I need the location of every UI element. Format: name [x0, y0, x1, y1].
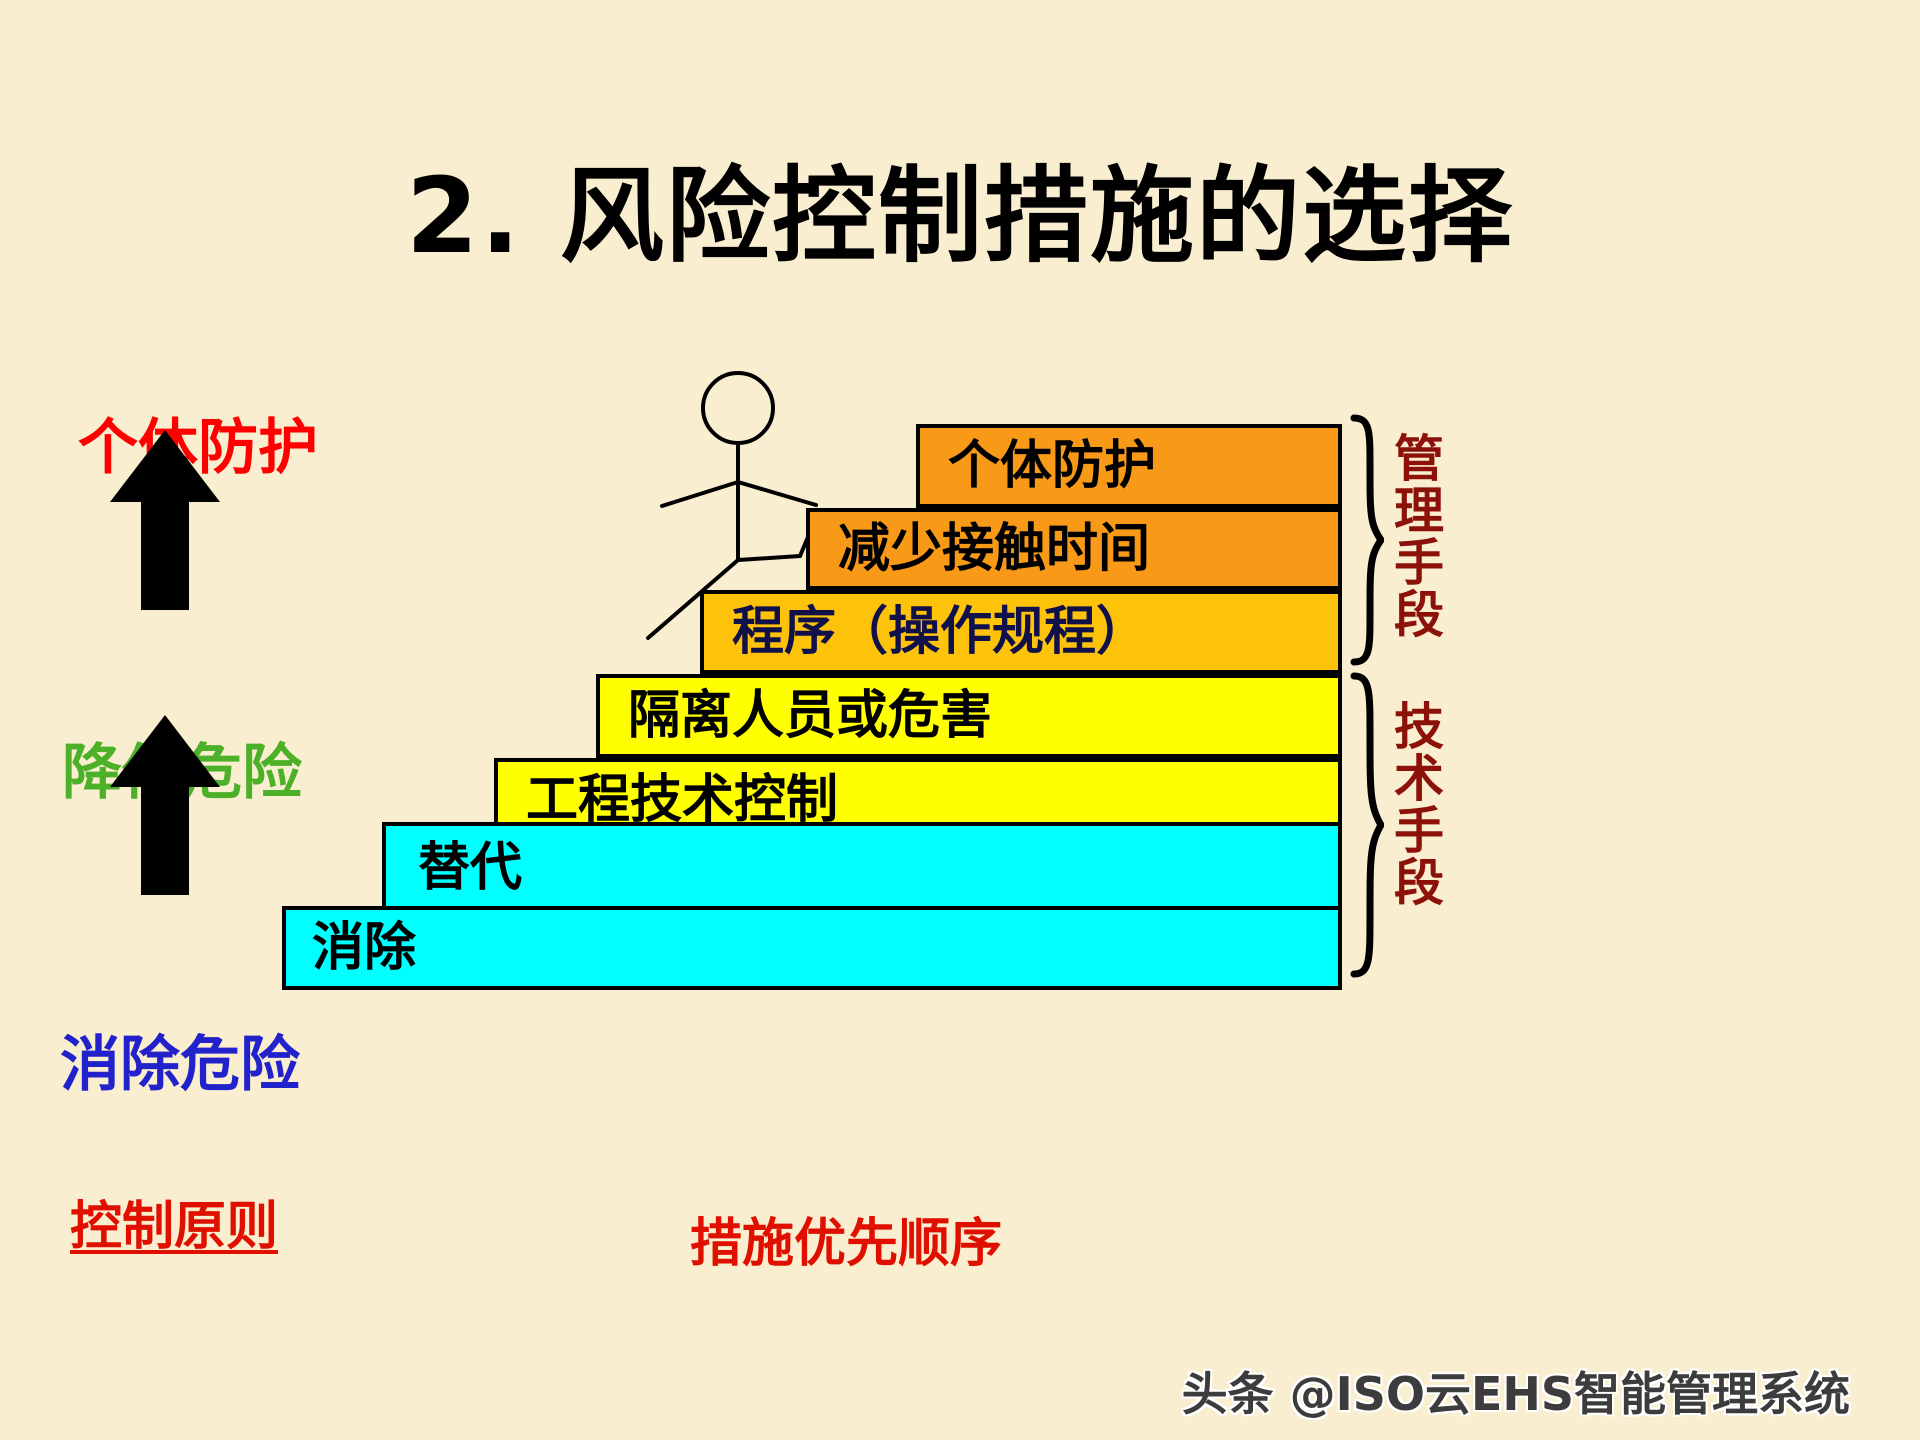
- step-isolate-people-or-hazard[interactable]: 隔离人员或危害: [596, 674, 1342, 758]
- watermark: 头条 @ISO云EHS智能管理系统: [1181, 1367, 1850, 1421]
- curly-brace-icon-tech: [1350, 672, 1386, 982]
- step-label: 程序（操作规程）: [732, 601, 1149, 662]
- step-label: 个体防护: [948, 435, 1157, 496]
- step-label: 隔离人员或危害: [628, 685, 993, 746]
- category-label-administrative: 管理手段: [1386, 432, 1445, 640]
- step-procedure[interactable]: 程序（操作规程）: [700, 590, 1342, 674]
- step-substitution[interactable]: 替代: [382, 822, 1342, 914]
- step-label: 减少接触时间: [838, 518, 1151, 579]
- step-elimination[interactable]: 消除: [282, 906, 1342, 990]
- bottom-caption: 措施优先顺序: [690, 1213, 1003, 1274]
- step-label: 消除: [312, 917, 417, 978]
- step-reduce-exposure-time[interactable]: 减少接触时间: [806, 508, 1342, 590]
- category-label-technical: 技术手段: [1386, 700, 1445, 908]
- principle-label-ppe: 个体防护: [78, 413, 318, 483]
- step-label: 替代: [418, 837, 523, 898]
- page-title: 2. 风险控制措施的选择: [405, 155, 1515, 277]
- step-personal-protection[interactable]: 个体防护: [916, 424, 1342, 508]
- principles-heading: 控制原则: [70, 1196, 279, 1257]
- step-label: 工程技术控制: [526, 769, 839, 830]
- principle-label-eliminate-risk: 消除危险: [60, 1030, 300, 1100]
- up-arrow-icon-upper: [110, 430, 220, 614]
- curly-brace-icon-admin: [1350, 414, 1386, 670]
- up-arrow-icon-lower: [110, 715, 220, 899]
